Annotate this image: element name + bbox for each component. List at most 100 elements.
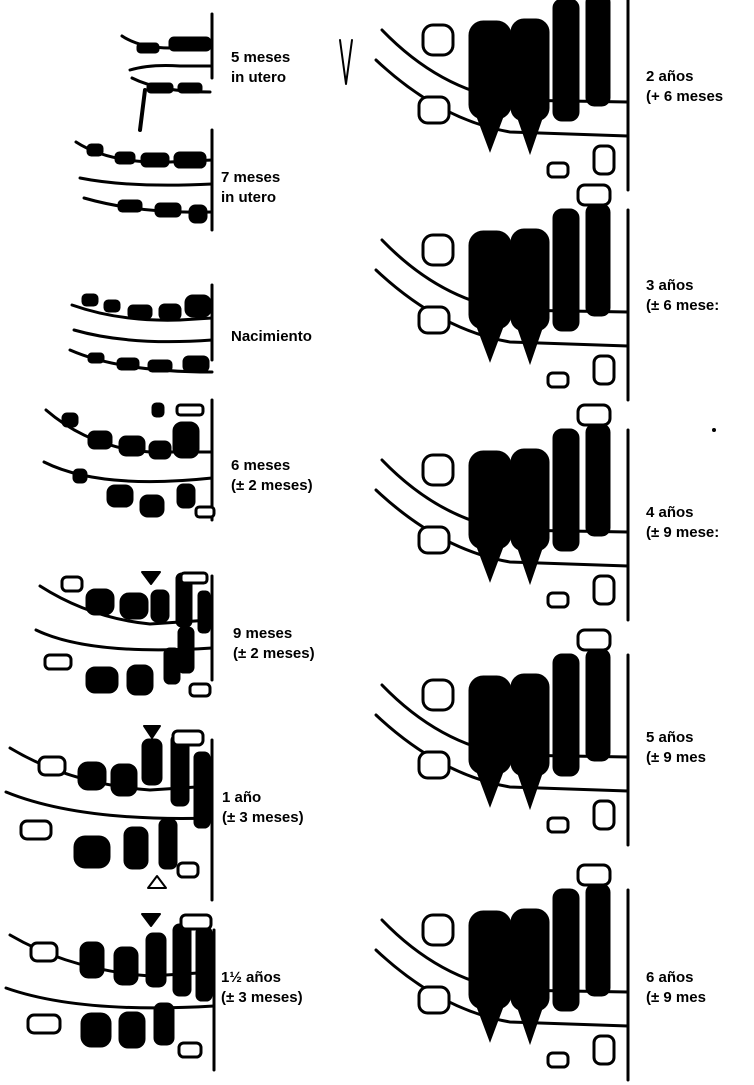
tooth	[121, 594, 147, 618]
stage-age: Nacimiento	[231, 327, 312, 347]
tooth	[125, 828, 147, 868]
tooth	[587, 425, 609, 535]
stage-age: 6 años	[646, 968, 706, 988]
tooth	[179, 1043, 201, 1057]
tooth	[578, 185, 610, 205]
tooth	[548, 163, 568, 177]
tooth	[578, 630, 610, 650]
tooth	[470, 912, 510, 1008]
tooth	[144, 726, 160, 738]
label-9-meses: 9 meses (± 2 meses)	[233, 624, 315, 664]
tooth	[190, 206, 206, 222]
tooth	[178, 863, 198, 877]
stage-age: 7 meses	[221, 168, 280, 188]
stage-age: 2 años	[646, 67, 723, 87]
tooth	[174, 925, 190, 995]
tooth	[62, 577, 82, 591]
tooth	[512, 450, 548, 550]
tooth	[39, 757, 65, 775]
tooth	[554, 890, 578, 1010]
tooth-root	[478, 1008, 502, 1040]
tooth	[554, 0, 578, 120]
tooth	[554, 210, 578, 330]
tooth	[179, 628, 193, 672]
mark	[340, 40, 352, 84]
stage-range: (± 3 meses)	[221, 988, 303, 1008]
tooth	[79, 763, 105, 789]
tooth	[419, 307, 449, 333]
stage-age: 6 meses	[231, 456, 313, 476]
tooth	[120, 437, 144, 455]
tooth	[82, 1014, 110, 1046]
tooth	[142, 572, 160, 584]
tooth	[87, 668, 117, 692]
label-7-meses-in-utero: 7 meses in utero	[221, 168, 280, 208]
tooth	[196, 507, 214, 517]
tooth	[148, 84, 172, 92]
tooth	[160, 820, 176, 868]
label-3-anos: 3 años (± 6 mese:	[646, 276, 719, 316]
label-nacimiento: Nacimiento	[231, 327, 312, 347]
tooth-root	[519, 120, 541, 152]
tooth	[129, 306, 151, 318]
tooth	[587, 650, 609, 760]
tooth	[174, 423, 198, 457]
tooth	[587, 205, 609, 315]
tooth	[170, 38, 210, 50]
tooth	[31, 943, 57, 961]
dot	[712, 428, 716, 432]
tooth	[419, 97, 449, 123]
stage-age: 1 año	[222, 788, 304, 808]
tooth	[548, 593, 568, 607]
tooth	[119, 201, 141, 211]
tooth	[150, 442, 170, 458]
stage-range: (± 9 mes	[646, 988, 706, 1008]
tooth	[578, 405, 610, 425]
label-5-meses-in-utero: 5 meses in utero	[231, 48, 290, 88]
tooth	[190, 684, 210, 696]
tooth	[470, 22, 510, 118]
label-4-anos: 4 años (± 9 mese:	[646, 503, 719, 543]
tooth	[147, 934, 165, 986]
tooth	[594, 146, 614, 174]
tooth	[88, 145, 102, 155]
stage-range: (± 9 mes	[646, 748, 706, 768]
stage-age: 5 años	[646, 728, 706, 748]
tooth	[115, 948, 137, 984]
stage-age: 5 meses	[231, 48, 290, 68]
jaw-outline	[140, 90, 145, 130]
tooth-root	[519, 775, 541, 807]
jaw-outline	[130, 66, 210, 71]
stage-range: (± 3 meses)	[222, 808, 304, 828]
tooth	[178, 485, 194, 507]
tooth	[423, 235, 453, 265]
tooth	[165, 649, 179, 683]
tooth	[45, 655, 71, 669]
tooth	[108, 486, 132, 506]
tooth	[512, 675, 548, 775]
tooth	[423, 915, 453, 945]
tooth	[423, 455, 453, 485]
tooth	[470, 232, 510, 328]
stage-range: in utero	[221, 188, 280, 208]
tooth	[587, 885, 609, 995]
tooth	[512, 910, 548, 1010]
tooth	[75, 837, 109, 867]
tooth	[148, 876, 166, 888]
stage-range: (+ 6 meses	[646, 87, 723, 107]
tooth	[548, 1053, 568, 1067]
tooth	[83, 295, 97, 305]
stage-range: (± 6 mese:	[646, 296, 719, 316]
tooth	[423, 25, 453, 55]
label-6-anos: 6 años (± 9 mes	[646, 968, 706, 1008]
tooth	[177, 405, 203, 415]
tooth	[594, 576, 614, 604]
tooth	[112, 765, 136, 795]
tooth	[142, 154, 168, 166]
tooth-root	[519, 550, 541, 582]
tooth-root	[478, 118, 502, 150]
label-1-ano: 1 año (± 3 meses)	[222, 788, 304, 828]
stage-range: (± 2 meses)	[233, 644, 315, 664]
jaw-outline	[44, 462, 212, 482]
